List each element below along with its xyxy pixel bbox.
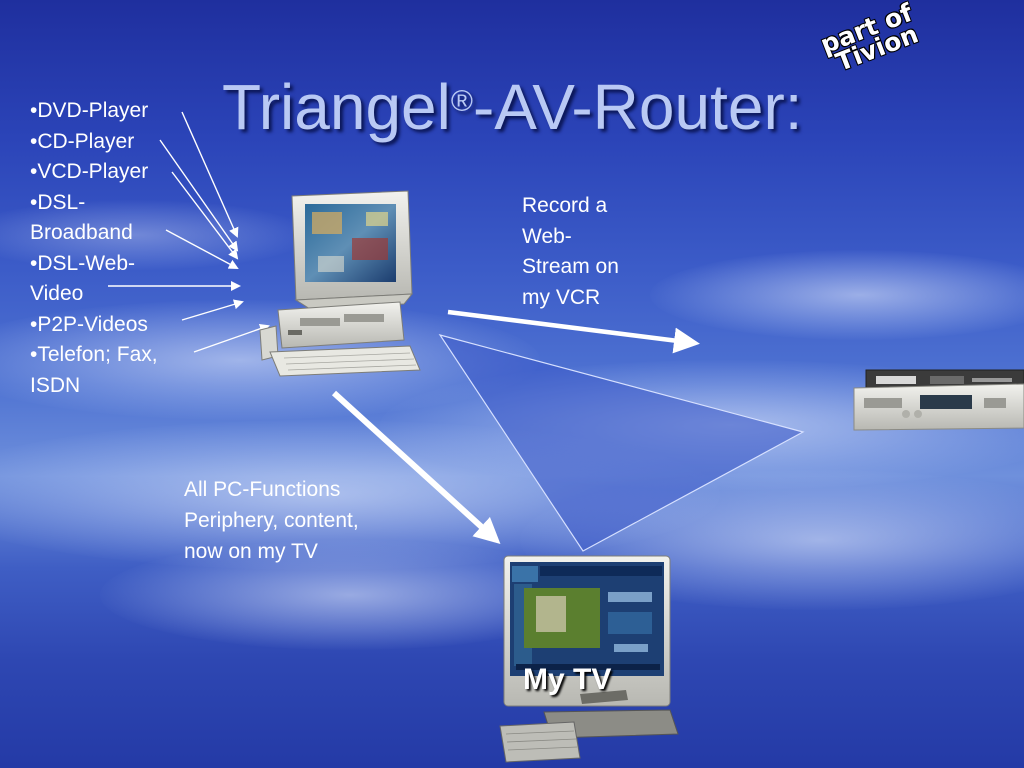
arrow-telefon — [193, 323, 270, 353]
record-note-line: Record a — [522, 194, 608, 217]
device-list-line: •DSL-Web- — [30, 251, 135, 275]
registered-mark: ® — [450, 85, 473, 118]
arrow-to-vcr — [447, 309, 700, 354]
device-list-line: •CD-Player — [30, 129, 135, 153]
arrow-to-tv — [331, 390, 501, 545]
record-note-line: Stream on — [522, 255, 619, 278]
device-list-line: Broadband — [30, 221, 133, 244]
title-main-pre: Triangel — [222, 71, 451, 143]
device-list-line: •DSL- — [30, 190, 86, 214]
vcr-illustration — [853, 369, 1024, 431]
tv-illustration — [499, 555, 679, 763]
title-main-post: -AV-Router: — [472, 71, 803, 143]
device-list-line: •Telefon; Fax, — [30, 343, 158, 366]
pc-illustration — [259, 190, 421, 377]
device-list: •DVD-Player •CD-Player •VCD-Player •DSL-… — [30, 96, 210, 401]
arrow-cd — [159, 139, 239, 252]
device-list-line: •VCD-Player — [30, 160, 149, 183]
record-note-line: Web- — [522, 224, 572, 248]
signal-triangle — [438, 334, 805, 552]
cloud-bg — [0, 200, 310, 270]
device-list-line: Video — [30, 282, 84, 305]
arrow-dsl-broadband — [165, 229, 239, 269]
device-list-line: ISDN — [30, 373, 81, 397]
slide-title: Triangel®-AV-Router: — [222, 70, 803, 144]
tv-label: My TV — [523, 663, 612, 696]
arrow-dvd — [181, 111, 239, 238]
pc-note-line: All PC-Functions — [184, 478, 341, 501]
cloud-bg — [650, 250, 1024, 340]
pc-note-line: now on my TV — [184, 540, 318, 563]
pc-functions-note: All PC-Functions Periphery, content, now… — [184, 474, 424, 567]
device-list-line: •P2P-Videos — [30, 312, 148, 336]
input-arrows — [108, 111, 270, 353]
record-stream-note: Record a Web- Stream on my VCR — [522, 191, 662, 313]
pc-note-line: Periphery, content, — [184, 509, 359, 532]
record-note-line: my VCR — [522, 285, 601, 309]
arrow-vcd — [171, 171, 239, 260]
device-list-line: •DVD-Player — [30, 99, 149, 122]
arrow-p2p — [181, 299, 244, 321]
